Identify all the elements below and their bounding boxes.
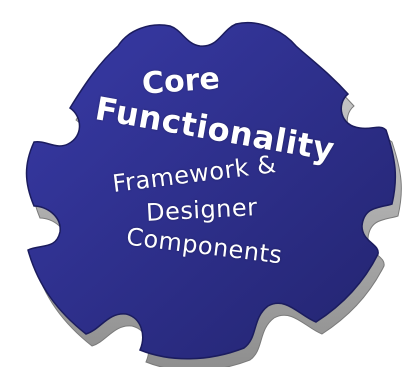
puzzle-face [25, 22, 397, 360]
